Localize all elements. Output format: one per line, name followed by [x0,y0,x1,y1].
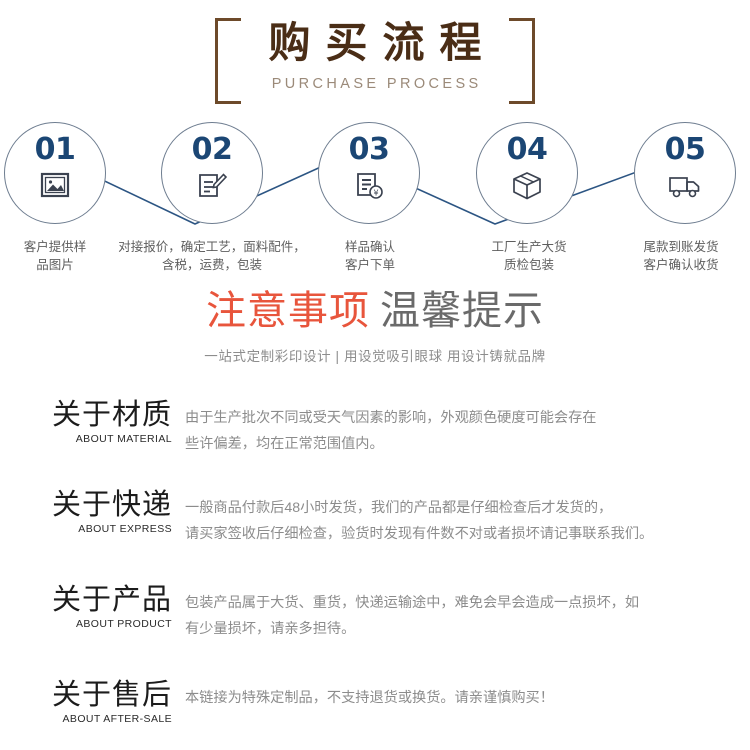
left-bracket-icon [215,18,242,104]
about-body: 包装产品属于大货、重货，快递运输途中，难免会早会造成一点损坏，如 有少量损坏，请… [185,591,745,643]
about-body: 由于生产批次不同或受天气因素的影响，外观颜色硬度可能会存在 些许偏差，均在正常范… [185,406,745,458]
about-title-en: ABOUT PRODUCT [75,618,172,631]
about-title-cn: 关于材质 [51,399,172,431]
step-number: 05 [664,132,706,167]
page-subtitle: PURCHASE PROCESS [271,75,482,92]
about-heading: 关于售后 ABOUT AFTER-SALE [0,679,172,726]
notice-title-row: 注意事项温馨提示 [0,286,750,336]
about-heading: 关于材质 ABOUT MATERIAL [0,399,172,446]
caption-line: 客户确认收货 [643,258,719,273]
body-line: 由于生产批次不同或受天气因素的影响，外观颜色硬度可能会存在 [185,410,597,426]
notice-title-red: 注意事项 [206,289,370,333]
step-circle-05[interactable]: 05 [634,122,736,224]
caption-line: 对接报价，确定工艺，面料配件， [118,240,306,254]
process-steps: 01 02 [0,116,750,286]
step-number: 03 [348,132,390,167]
truck-icon [669,177,700,198]
body-line: 本链接为特殊定制品，不支持退货或换货。请亲谨慎购买！ [185,690,554,706]
document-edit-icon [199,173,228,197]
about-heading: 关于快递 ABOUT EXPRESS [0,489,172,536]
caption-line: 客户提供样 [23,240,87,254]
step-circle-02[interactable]: 02 [161,122,263,224]
about-body: 一般商品付款后48小时发货，我们的产品都是仔细检查后才发货的， 请买家签收后仔细… [185,496,745,548]
step-circle-group: 01 02 [0,116,750,234]
step-caption-05: 尾款到账发货 客户确认收货 [612,238,750,274]
caption-line: 品图片 [36,258,74,273]
right-bracket-icon [508,18,535,104]
step-number: 01 [34,132,76,167]
svg-text:¥: ¥ [373,188,378,197]
notice-heading: 注意事项温馨提示 一站式定制彩印设计 | 用设觉吸引眼球 用设计铸就品牌 [0,286,750,365]
step-caption-03: 样品确认 客户下单 [310,238,430,274]
about-title-en: ABOUT AFTER-SALE [62,713,172,726]
notice-subtitle: 一站式定制彩印设计 | 用设觉吸引眼球 用设计铸就品牌 [204,349,546,364]
page-header: 购买流程 PURCHASE PROCESS [0,14,750,104]
about-title-en: ABOUT EXPRESS [78,523,172,536]
step-captions: 客户提供样 品图片 对接报价，确定工艺，面料配件， 含税，运费，包装 样品确认 … [0,238,750,286]
notice-title-gray: 温馨提示 [380,289,544,333]
body-line: 一般商品付款后48小时发货，我们的产品都是仔细检查后才发货的， [185,500,613,516]
body-line: 包装产品属于大货、重货，快递运输途中，难免会早会造成一点损坏，如 [185,595,640,611]
body-line: 请买家签收后仔细检查，验货时发现有件数不对或者损坏请记事联系我们。 [185,525,654,542]
caption-line: 含税，运费，包装 [161,258,262,273]
step-caption-01: 客户提供样 品图片 [0,238,115,274]
body-line: 有少量损坏，请亲多担待。 [185,620,356,637]
step-number: 04 [506,132,548,167]
image-icon [40,172,70,198]
step-caption-02: 对接报价，确定工艺，面料配件， 含税，运费，包装 [112,238,312,274]
about-title-cn: 关于快递 [51,489,172,521]
about-title-en: ABOUT MATERIAL [75,433,172,446]
step-caption-04: 工厂生产大货 质检包装 [455,238,603,274]
caption-line: 工厂生产大货 [491,240,567,254]
caption-line: 样品确认 [344,240,395,254]
caption-line: 质检包装 [503,258,554,273]
about-title-cn: 关于产品 [51,584,172,616]
caption-line: 客户下单 [344,258,395,273]
caption-line: 尾款到账发货 [643,240,719,254]
invoice-yen-icon: ¥ [357,173,383,199]
body-line: 些许偏差，均在正常范围值内。 [185,435,384,452]
title-bracket-frame: 购买流程 PURCHASE PROCESS [209,14,540,104]
about-heading: 关于产品 ABOUT PRODUCT [0,584,172,631]
page-title: 购买流程 [268,18,497,67]
step-circle-04[interactable]: 04 [476,122,578,224]
step-number: 02 [191,132,233,167]
about-title-cn: 关于售后 [51,679,172,711]
about-body: 本链接为特殊定制品，不支持退货或换货。请亲谨慎购买！ [185,686,745,712]
step-circle-01[interactable]: 01 [4,122,106,224]
box-icon [513,172,541,200]
step-circle-03[interactable]: 03 ¥ [318,122,420,224]
